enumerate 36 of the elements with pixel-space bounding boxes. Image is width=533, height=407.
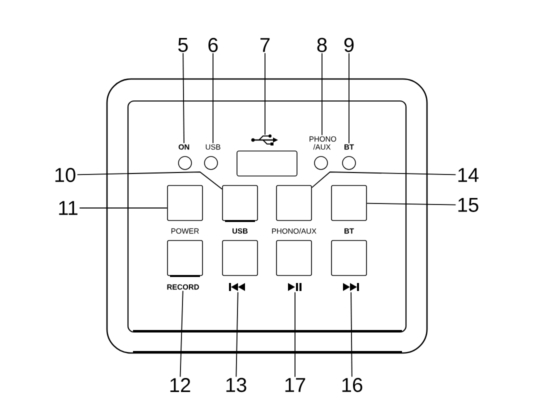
leader-line	[350, 292, 352, 378]
push-button	[331, 185, 367, 221]
leader-line	[236, 292, 238, 378]
callout-number: 17	[285, 378, 306, 392]
leader-line	[180, 290, 184, 378]
usb-icon	[251, 134, 278, 146]
leader-line	[182, 52, 184, 144]
callout-number: 16	[342, 378, 362, 392]
callout-number: 11	[59, 201, 78, 215]
next-icon	[343, 283, 359, 291]
callout-number: 12	[170, 378, 190, 392]
leader-line	[264, 52, 266, 136]
push-button	[276, 185, 312, 221]
callout-number: 15	[458, 198, 478, 212]
push-button	[276, 240, 312, 276]
leader-line	[366, 202, 456, 206]
callout-number: 10	[55, 168, 76, 182]
callout-number: 7	[260, 38, 270, 52]
callout-number: 13	[226, 378, 246, 392]
callout-number: 14	[458, 168, 479, 182]
push-button	[331, 240, 367, 276]
leader-line	[212, 52, 214, 144]
leader-line	[311, 172, 456, 188]
leader-line	[348, 52, 350, 144]
push-button	[167, 240, 203, 277]
leader-line	[76, 172, 223, 190]
push-button	[222, 240, 258, 276]
play-pause-icon	[288, 283, 302, 291]
leader-line	[294, 292, 296, 378]
previous-icon	[229, 283, 245, 291]
callout-number: 5	[178, 38, 188, 52]
callout-number: 9	[344, 38, 354, 52]
callout-number: 8	[317, 38, 327, 52]
callout-number: 6	[208, 38, 218, 52]
push-button	[222, 185, 258, 222]
push-button	[167, 185, 203, 221]
